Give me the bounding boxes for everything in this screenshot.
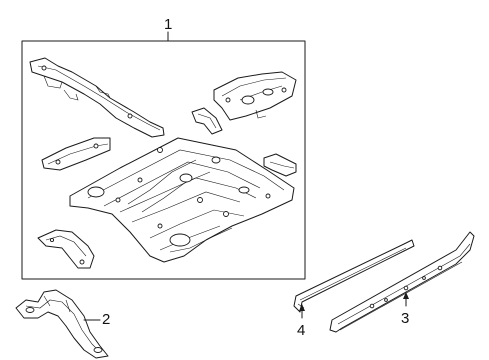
callout-2: 2 [102,311,111,328]
left-crossmember [41,137,111,171]
leader-arrow-3 [403,292,409,299]
main-floor-pan [69,137,295,263]
center-bracket [191,107,223,135]
rear-floor-pan-upper [213,71,297,121]
assembly-frame [21,40,306,280]
right-bracket [263,153,297,177]
leader-arrow-4 [299,304,305,311]
callout-1: 1 [164,16,173,33]
part-2-bracket [15,289,109,359]
part-3-rocker-panel [329,231,475,333]
front-floor-rail [29,57,165,138]
callout-3: 3 [401,310,410,327]
part-4-rocker-reinforcement [293,239,415,313]
lower-left-bracket [37,229,95,269]
callout-4: 4 [297,322,306,339]
